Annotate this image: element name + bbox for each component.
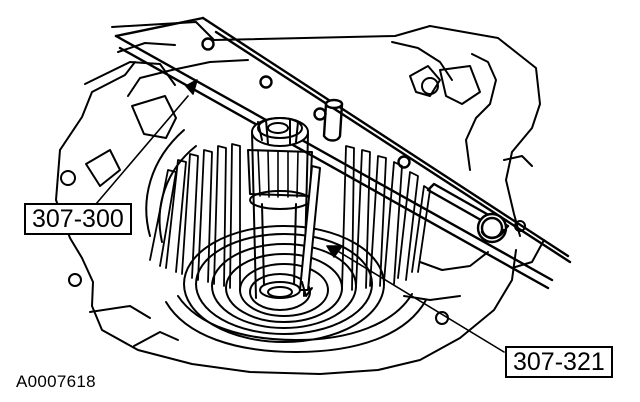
leader-line-307-300 [95, 79, 198, 205]
drum-splines [149, 143, 431, 291]
tool-307-321-gauge [299, 165, 321, 297]
callout-307-321: 307-321 [505, 346, 613, 378]
leader-line-307-321 [326, 245, 505, 353]
callout-307-300: 307-300 [24, 203, 132, 235]
figure-id-label: A0007618 [16, 372, 96, 391]
clutch-hub-rings [183, 225, 385, 343]
